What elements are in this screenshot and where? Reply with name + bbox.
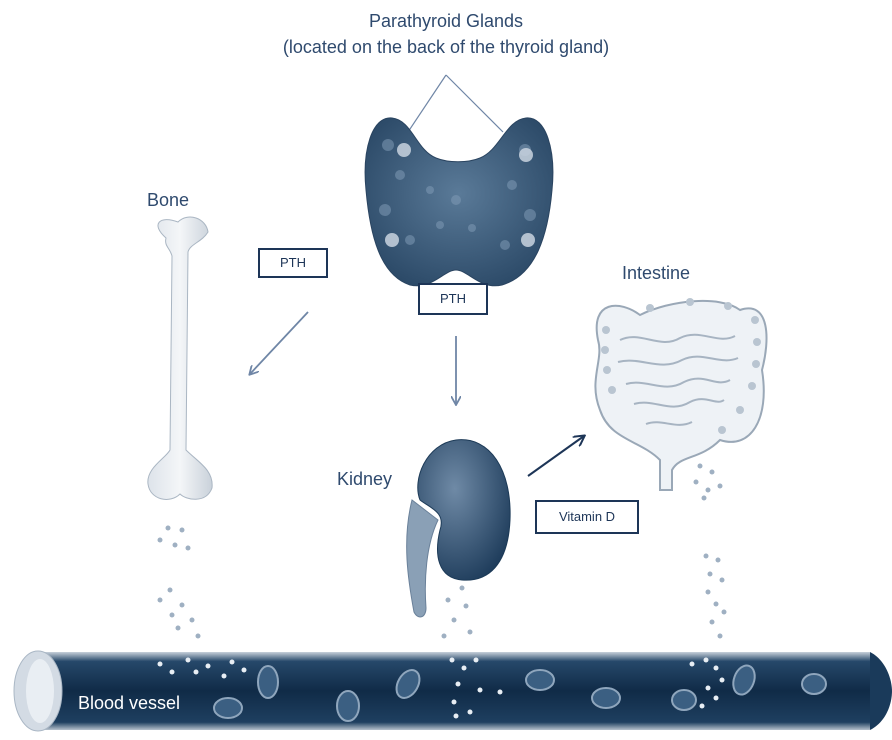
blood-vessel-illustration	[14, 651, 892, 731]
bone-illustration	[148, 217, 212, 499]
arrow-pth-to-bone	[250, 312, 308, 374]
title-line1: Parathyroid Glands	[0, 8, 892, 34]
label-intestine: Intestine	[622, 262, 690, 284]
kidney-illustration	[407, 440, 510, 617]
box-pth-center-text: PTH	[440, 291, 466, 306]
thyroid-illustration	[365, 118, 553, 286]
label-kidney: Kidney	[337, 468, 392, 490]
box-pth-left: PTH	[258, 248, 328, 278]
box-pth-left-text: PTH	[280, 255, 306, 270]
label-bone: Bone	[147, 189, 189, 211]
title-block: Parathyroid Glands (located on the back …	[0, 8, 892, 60]
label-blood-vessel: Blood vessel	[78, 693, 180, 714]
box-vitamin-d: Vitamin D	[535, 500, 639, 534]
intestine-illustration	[595, 298, 766, 490]
box-vitamin-d-text: Vitamin D	[559, 509, 615, 524]
arrows	[250, 312, 584, 476]
arrow-kidney-to-intestine	[528, 436, 584, 476]
gland-pointer-lines	[408, 75, 503, 132]
title-line2: (located on the back of the thyroid glan…	[0, 34, 892, 60]
box-pth-center: PTH	[418, 283, 488, 315]
